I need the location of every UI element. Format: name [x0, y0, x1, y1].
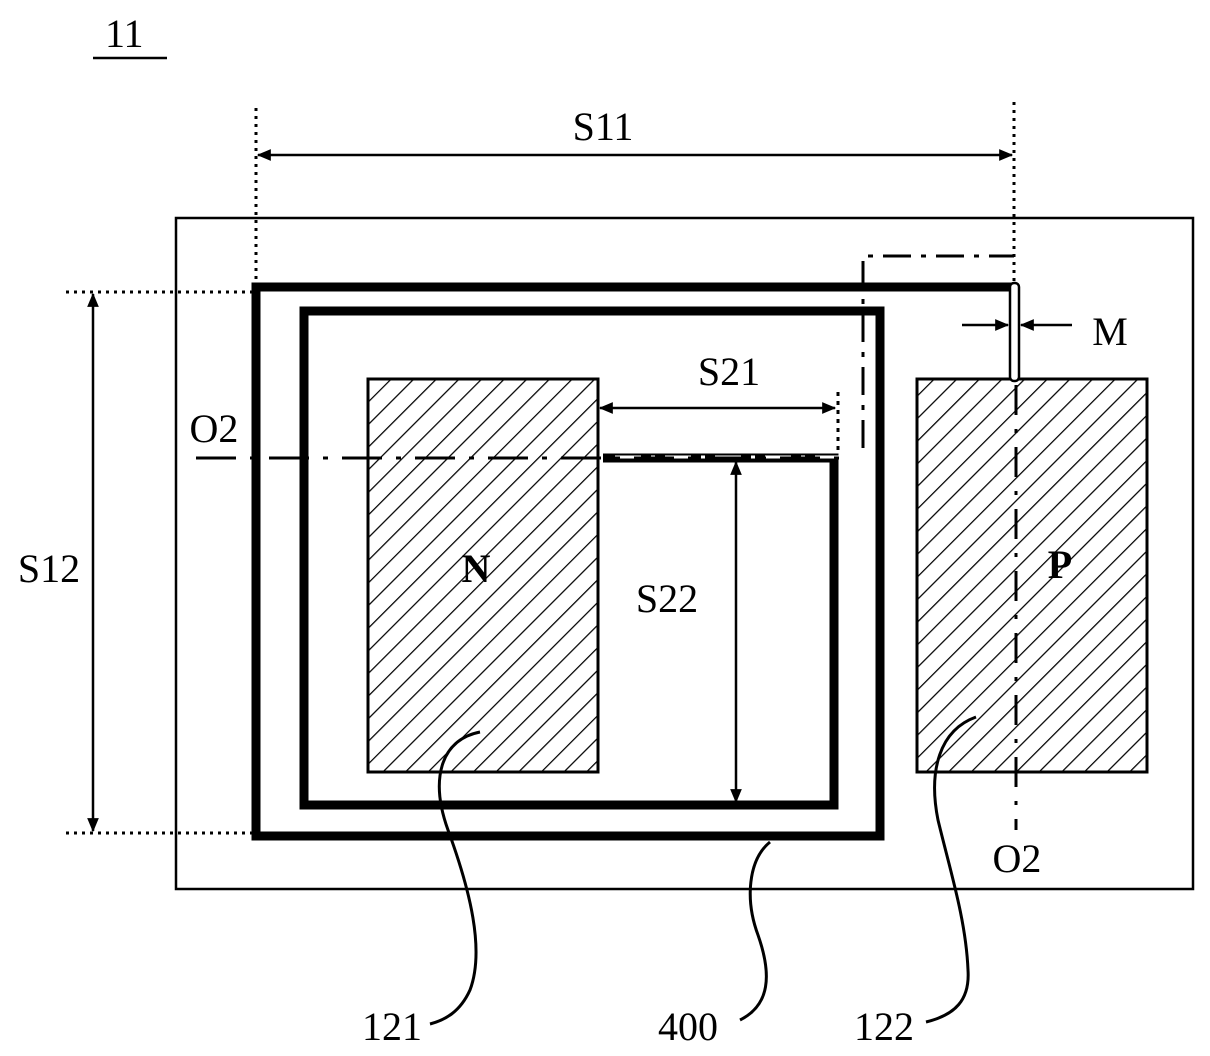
gap-m-strip: [1010, 283, 1019, 381]
o2-left-label: O2: [190, 406, 239, 451]
s21-label: S21: [698, 349, 760, 394]
s11-label: S11: [573, 104, 634, 149]
leader-400: [740, 842, 770, 1020]
p-region-label: P: [1048, 542, 1072, 587]
ref-122: 122: [854, 1004, 914, 1049]
ref-400: 400: [658, 1004, 718, 1049]
leader-121: [430, 732, 480, 1024]
n-region-label: N: [462, 546, 491, 591]
s22-label: S22: [636, 576, 698, 621]
s12-label: S12: [18, 546, 80, 591]
m-label: M: [1092, 309, 1128, 354]
ref-121: 121: [362, 1004, 422, 1049]
p-region: [917, 379, 1147, 772]
figure-number: 11: [105, 11, 144, 56]
o2-bottom-label: O2: [993, 836, 1042, 881]
